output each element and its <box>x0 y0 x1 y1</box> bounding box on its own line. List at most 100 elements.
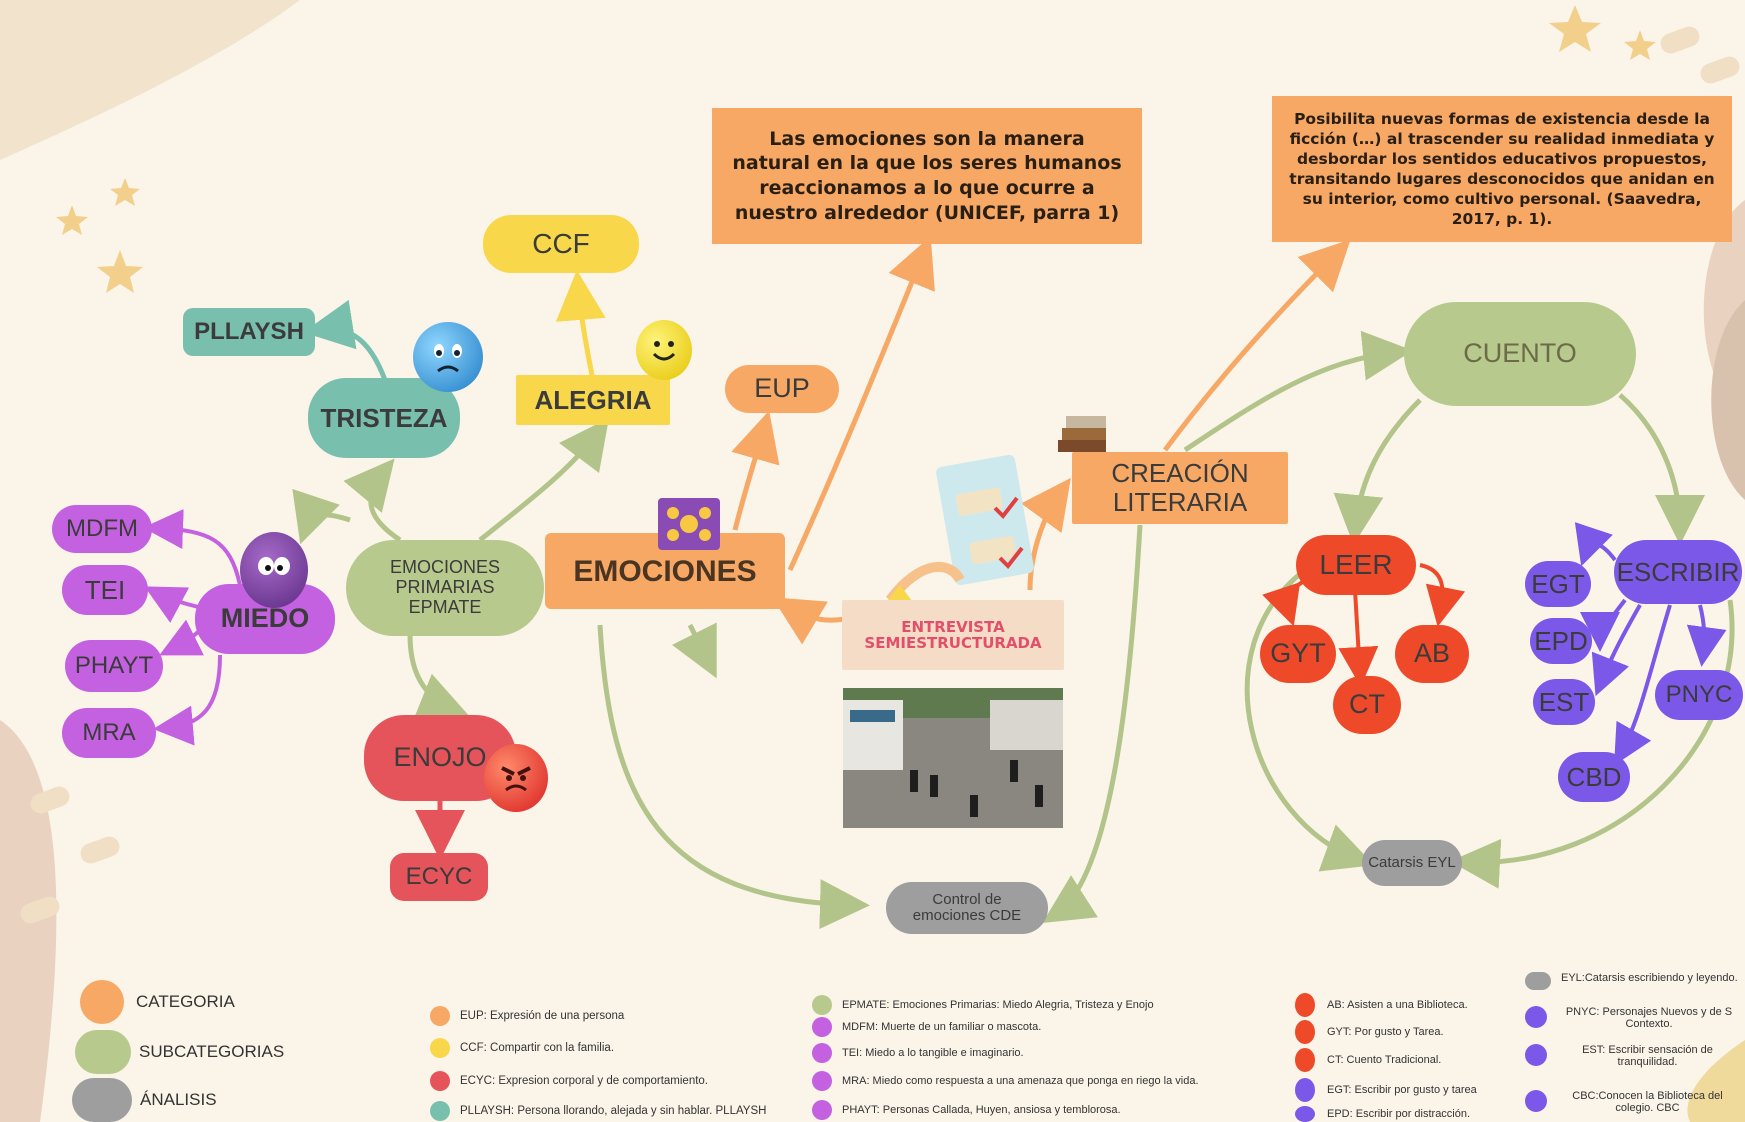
node-tei[interactable]: TEI <box>62 565 148 615</box>
node-mra[interactable]: MRA <box>62 708 156 758</box>
node-phayt[interactable]: PHAYT <box>65 640 163 692</box>
legend-dot <box>1525 1006 1547 1028</box>
legend-text: GYT: Por gusto y Tarea. <box>1327 1026 1444 1038</box>
legend-text: EPMATE: Emociones Primarias: Miedo Alegr… <box>842 999 1154 1011</box>
legend-dot <box>812 1071 832 1091</box>
arrow-emociones-quote <box>787 236 935 572</box>
legend-text: MDFM: Muerte de un familiar o mascota. <box>842 1021 1042 1033</box>
node-gyt[interactable]: GYT <box>1260 625 1336 683</box>
arrow-emociones-eup <box>731 410 780 531</box>
angry-face-icon <box>484 744 548 812</box>
legend-entry: EYL:Catarsis escribiendo y leyendo. <box>1525 972 1740 990</box>
legend-subcategorias-swatch <box>75 1030 131 1074</box>
arrow-epmate-tristeza <box>343 458 402 543</box>
legend-entry: EST: Escribir sensación de tranquilidad. <box>1525 1044 1740 1068</box>
node-ccf[interactable]: CCF <box>483 215 639 273</box>
arrow-emociones-down <box>671 622 717 679</box>
legend-text: PNYC: Personajes Nuevos y de S Contexto. <box>1565 1006 1733 1030</box>
arrow-escribir-pnyc <box>1686 604 1727 667</box>
bg-dashes <box>20 26 1740 924</box>
legend-text: ECYC: Expresion corporal y de comportami… <box>460 1075 708 1087</box>
legend-entry: TEI: Miedo a lo tangible e imaginario. <box>812 1043 1024 1063</box>
legend-text: CT: Cuento Tradicional. <box>1327 1054 1442 1066</box>
legend-text: EST: Escribir sensación de tranquilidad. <box>1582 1044 1713 1068</box>
arrow-epmate-miedo <box>292 488 351 545</box>
legend-entry: MDFM: Muerte de un familiar o mascota. <box>812 1017 1041 1037</box>
arrow-epmate-enojo <box>407 634 469 721</box>
legend-dot <box>1295 993 1315 1017</box>
legend-entry: MRA: Miedo como respuesta a una amenaza … <box>812 1071 1199 1091</box>
arrow-miedo-mra <box>153 654 222 746</box>
node-tristeza[interactable]: TRISTEZA <box>308 378 460 458</box>
node-eup[interactable]: EUP <box>725 365 839 413</box>
node-est[interactable]: EST <box>1533 679 1595 725</box>
legend-text: CBC:Conocen la Biblioteca del colegio. C… <box>1572 1090 1723 1114</box>
node-epd[interactable]: EPD <box>1530 618 1592 664</box>
quote-creacion: Posibilita nuevas formas de existencia d… <box>1272 96 1732 242</box>
legend-text: EGT: Escribir por gusto y tarea <box>1327 1084 1477 1096</box>
legend-dot <box>1525 1090 1547 1112</box>
legend-entry: PNYC: Personajes Nuevos y de S Contexto. <box>1525 1006 1743 1030</box>
legend-dot <box>430 1038 450 1058</box>
legend-entry: GYT: Por gusto y Tarea. <box>1295 1020 1444 1044</box>
node-mdfm[interactable]: MDFM <box>52 505 152 553</box>
node-ecyc[interactable]: ECYC <box>390 853 488 901</box>
arrow-leer-ab <box>1419 563 1466 627</box>
legend-text: EUP: Expresión de una persona <box>460 1010 625 1022</box>
legend-dot <box>812 1100 832 1120</box>
node-pllaysh[interactable]: PLLAYSH <box>183 308 315 356</box>
node-control[interactable]: Control de emociones CDE <box>886 882 1048 934</box>
node-ct[interactable]: CT <box>1333 676 1401 734</box>
node-creacion[interactable]: CREACIÓN LITERARIA <box>1072 452 1288 524</box>
legend-dot <box>1295 1020 1315 1044</box>
legend-dot <box>1525 1044 1547 1066</box>
scared-face-icon <box>240 532 308 608</box>
legend-entry: CBC:Conocen la Biblioteca del colegio. C… <box>1525 1090 1740 1114</box>
node-catarsis[interactable]: Catarsis EYL <box>1362 840 1462 886</box>
arrow-creacion-cuento <box>1183 330 1413 453</box>
arrow-escribir-est <box>1591 604 1642 697</box>
node-cuento[interactable]: CUENTO <box>1404 302 1636 406</box>
legend-entry: CCF: Compartir con la familia. <box>430 1038 614 1058</box>
arrow-alegria-ccf <box>555 270 606 376</box>
legend-dot <box>812 995 832 1015</box>
node-pnyc[interactable]: PNYC <box>1655 670 1743 720</box>
legend-entry: EGT: Escribir por gusto y tarea <box>1295 1078 1477 1102</box>
legend-entry: EPD: Escribir por distracción. <box>1295 1106 1470 1122</box>
arrow-miedo-mdfm <box>143 509 242 586</box>
node-epmate[interactable]: EMOCIONES PRIMARIAS EPMATE <box>346 540 544 636</box>
node-cbd[interactable]: CBD <box>1558 752 1630 802</box>
legend-categoria-label: CATEGORIA <box>136 992 235 1011</box>
legend-dot <box>430 1101 450 1121</box>
emotions-faces-icon <box>658 498 720 550</box>
legend-entry: PLLAYSH: Persona llorando, alejada y sin… <box>430 1101 766 1121</box>
node-entrevista[interactable]: ENTREVISTA SEMIESTRUCTURADA <box>842 600 1064 670</box>
happy-face-icon <box>636 320 692 380</box>
arrow-escribir-cbd <box>1614 604 1672 766</box>
quote-emociones: Las emociones son la manera natural en l… <box>712 108 1142 244</box>
school-yard-photo <box>843 688 1063 828</box>
legend-dot <box>430 1071 450 1091</box>
node-escribir[interactable]: ESCRIBIR <box>1614 540 1742 604</box>
node-egt[interactable]: EGT <box>1525 561 1591 607</box>
legend-dot <box>1295 1106 1315 1122</box>
books-icon <box>1058 416 1106 452</box>
legend-entry: ECYC: Expresion corporal y de comportami… <box>430 1071 708 1091</box>
legend-text: CCF: Compartir con la familia. <box>460 1042 615 1054</box>
node-ab[interactable]: AB <box>1395 625 1469 683</box>
legend-entry: EUP: Expresión de una persona <box>430 1006 624 1026</box>
star-decorations <box>56 5 1656 293</box>
legend-subcategorias-label: SUBCATEGORIAS <box>139 1042 285 1061</box>
arrow-tristeza-pllaysh <box>303 299 388 381</box>
legend-text: PLLAYSH: Persona llorando, alejada y sin… <box>460 1105 767 1117</box>
legend-categoria-swatch <box>80 980 124 1024</box>
legend-text: TEI: Miedo a lo tangible e imaginario. <box>842 1047 1024 1059</box>
node-leer[interactable]: LEER <box>1296 535 1416 595</box>
legend-text: MRA: Miedo como respuesta a una amenaza … <box>842 1075 1199 1087</box>
arrow-creacion-control <box>1042 524 1143 924</box>
node-alegria[interactable]: ALEGRIA <box>516 375 670 425</box>
legend-text: EPD: Escribir por distracción. <box>1327 1108 1471 1120</box>
arrow-cuento-escribir <box>1618 393 1705 545</box>
